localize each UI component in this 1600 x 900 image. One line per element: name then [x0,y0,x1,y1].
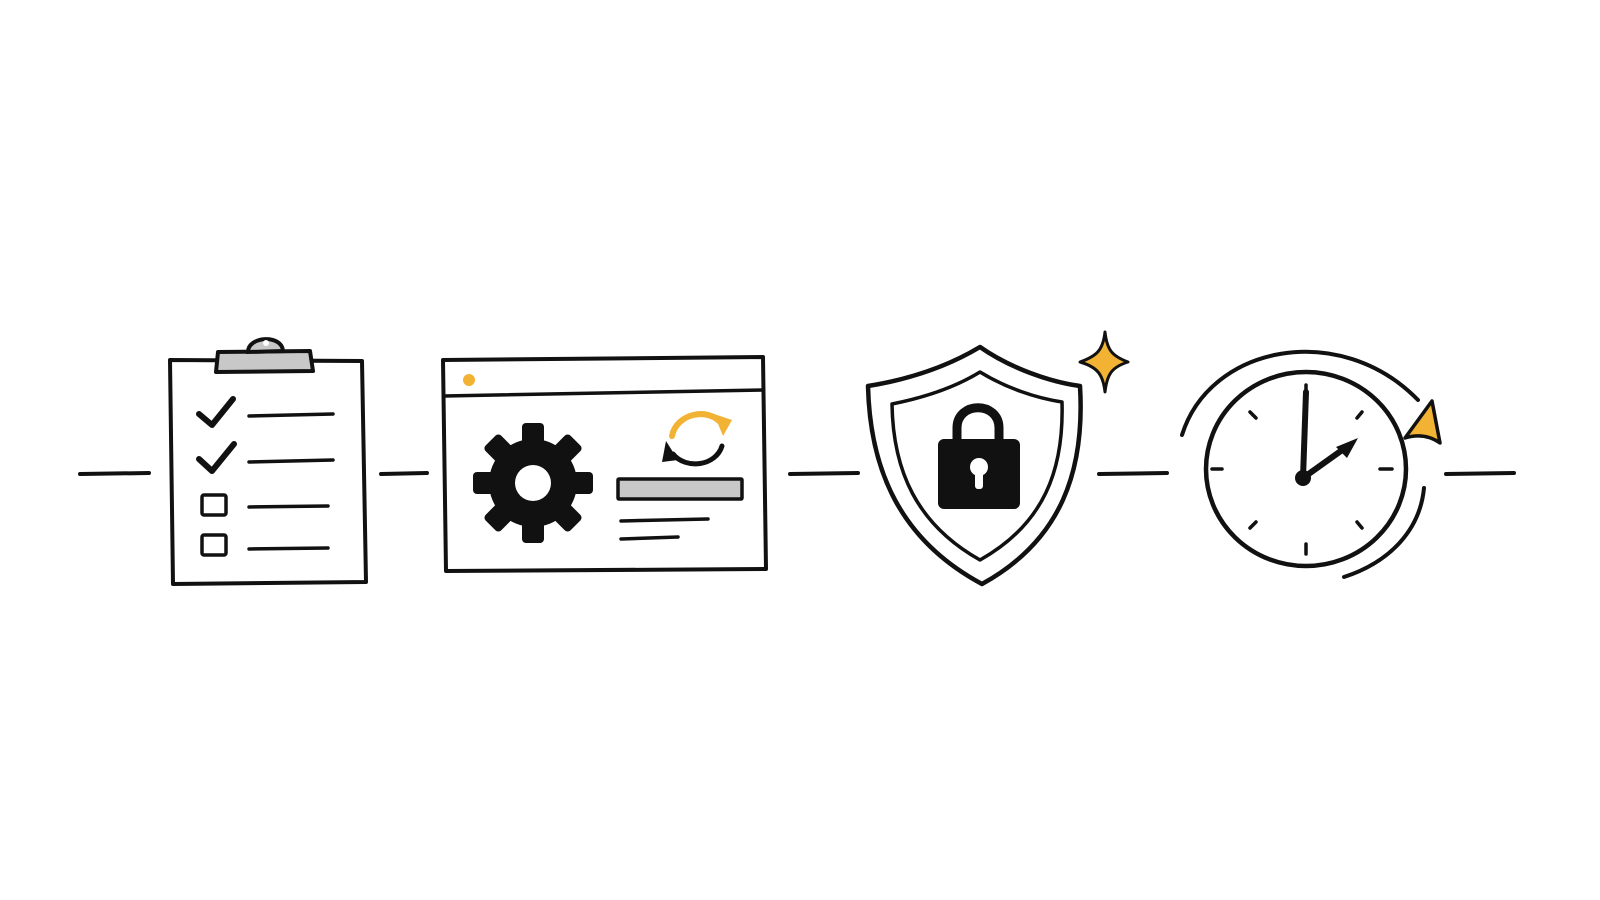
arrowhead-icon [1403,399,1442,445]
clipboard-clip-icon [214,337,315,374]
refresh-icon [662,411,732,467]
check-icon [196,396,236,428]
checklist-items [196,396,335,557]
security-shield-lock-icon [865,330,1130,587]
clock-hands [1295,389,1358,486]
connector-line [1444,471,1516,476]
list-line [247,458,335,464]
connector-line [788,471,860,476]
refresh-arc [1180,349,1420,437]
connectors [78,471,1516,476]
connector-line [1097,471,1169,476]
clipboard-checklist-icon [168,337,368,586]
clock-refresh-icon [1180,349,1442,579]
gear-icon [473,423,593,543]
list-line [247,504,330,509]
connector-line [78,471,151,476]
connector-line [379,471,429,476]
padlock-icon [938,403,1020,509]
checkbox-empty-icon [200,493,228,517]
progress-bar [616,477,744,501]
list-line [247,546,330,551]
sparkle-icon [1078,330,1130,394]
settings-window-icon [441,355,768,573]
window-dot-icon [463,374,475,386]
list-line [247,412,335,418]
checkbox-empty-icon [200,533,228,557]
clock-ticks [1210,383,1394,556]
check-icon [196,441,237,474]
text-line [619,535,680,541]
text-line [619,517,710,523]
